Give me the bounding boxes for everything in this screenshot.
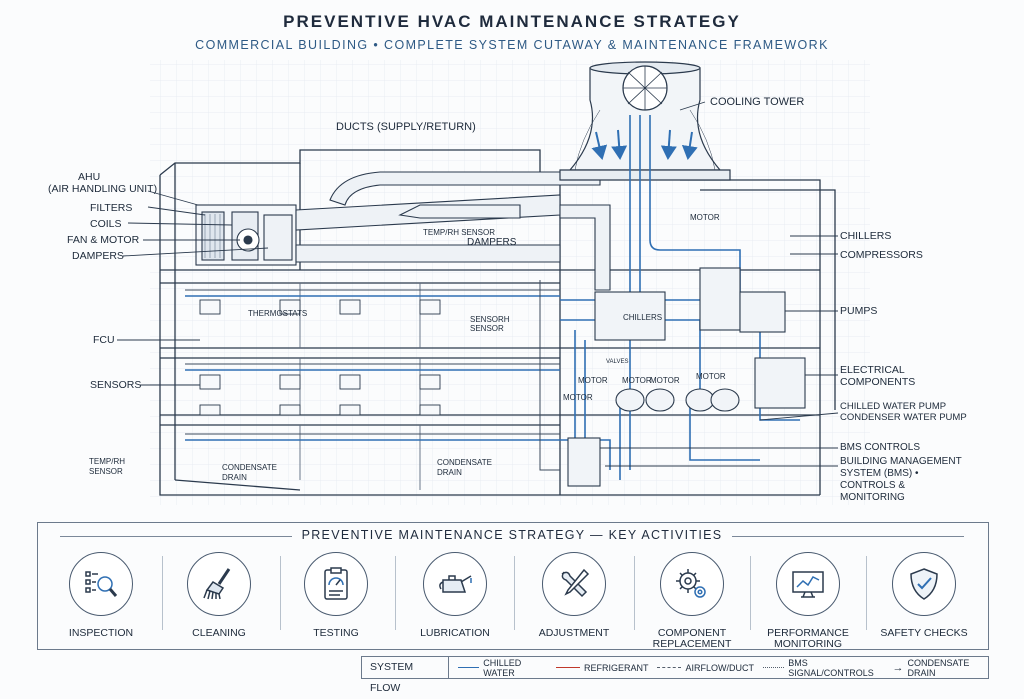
label-electrical: ELECTRICAL	[840, 364, 905, 376]
label-chillers: CHILLERS	[840, 230, 892, 242]
label-fan-motor: FAN & MOTOR	[67, 234, 140, 246]
gauge-clipboard-icon	[304, 552, 368, 616]
activity-cleaning: CLEANING	[164, 552, 274, 639]
activity-divider	[866, 556, 867, 630]
activity-divider	[750, 556, 751, 630]
label-temp-rh-left-sensor: SENSOR	[89, 467, 123, 476]
label-ahu: AHU	[78, 171, 101, 183]
label-valves: VALVES	[606, 359, 629, 365]
legend-swatch	[762, 667, 785, 668]
activity-performance-monitoring: PERFORMANCE MONITORING	[753, 552, 863, 650]
activity-divider	[162, 556, 163, 630]
activity-divider	[514, 556, 515, 630]
label-compressors: COMPRESSORS	[840, 249, 923, 261]
activity-label: LUBRICATION	[420, 627, 490, 639]
activity-component-replacement: COMPONENT REPLACEMENT	[637, 552, 747, 650]
system-flow-legend: SYSTEM FLOW CHILLED WATER REFRIGERANT AI…	[361, 656, 989, 694]
activity-adjustment: ADJUSTMENT	[519, 552, 629, 639]
magnifier-checklist-icon	[69, 552, 133, 616]
label-electrical-components: COMPONENTS	[840, 376, 916, 388]
label-fcu: FCU	[93, 334, 115, 346]
label-ducts: DUCTS (SUPPLY/RETURN)	[336, 121, 476, 133]
activity-label: CLEANING	[192, 627, 246, 639]
activity-label: ADJUSTMENT	[538, 627, 610, 639]
activity-testing: TESTING	[281, 552, 391, 639]
label-motor-4: MOTOR	[696, 372, 726, 381]
label-bms-4: MONITORING	[840, 492, 905, 503]
activity-lubrication: LUBRICATION	[400, 552, 510, 639]
label-cooling-tower: COOLING TOWER	[710, 96, 805, 108]
chiller-plant	[567, 267, 806, 487]
strategy-title: PREVENTIVE MAINTENANCE STRATEGY — KEY AC…	[0, 528, 1024, 542]
brush-icon	[187, 552, 251, 616]
panel-rule-right	[724, 536, 964, 537]
label-thermostats: THERMOSTATS	[248, 309, 308, 318]
label-temp-rh-left: TEMP/RH	[89, 457, 125, 466]
label-sensorh-sensor: SENSOR	[470, 324, 504, 333]
tower-flow-arrows	[591, 129, 698, 160]
label-bms-3: CONTROLS &	[840, 480, 906, 491]
wrench-screwdriver-icon	[542, 552, 606, 616]
label-condensate-left-drain: DRAIN	[222, 473, 247, 482]
gears-icon	[660, 552, 724, 616]
label-motor-5: MOTOR	[563, 393, 593, 402]
chilled-water-piping	[185, 115, 800, 480]
cooling-tower	[559, 61, 731, 181]
label-condensate-left: CONDENSATE	[222, 463, 277, 472]
label-condensate-mid-drain: DRAIN	[437, 468, 462, 477]
activity-divider	[634, 556, 635, 630]
label-motor-2: MOTOR	[622, 376, 652, 385]
page-title: PREVENTIVE HVAC MAINTENANCE STRATEGY	[283, 12, 741, 31]
activity-divider	[280, 556, 281, 630]
legend-item-condensate: → CONDENSATE DRAIN	[892, 657, 970, 678]
activity-label: SAFETY CHECKS	[880, 627, 968, 639]
ahu-unit	[195, 204, 297, 266]
page-subtitle: COMMERCIAL BUILDING • COMPLETE SYSTEM CU…	[195, 38, 829, 52]
label-temp-rh-sensor: TEMP/RH SENSOR	[423, 228, 496, 237]
label-chw-pump: CHILLED WATER PUMP	[840, 401, 947, 412]
activity-label: COMPONENT REPLACEMENT	[652, 627, 732, 650]
building-cutaway-diagram	[117, 60, 870, 505]
oil-can-icon	[423, 552, 487, 616]
leader-lines	[117, 101, 839, 467]
label-dampers-left: DAMPERS	[72, 250, 124, 262]
label-dampers-center: DAMPERS	[467, 237, 517, 248]
label-cw-pump: CONDENSER WATER PUMP	[840, 412, 967, 423]
activity-safety-checks: SAFETY CHECKS	[869, 552, 979, 639]
label-sensorh: SENSORH	[470, 315, 510, 324]
label-condensate-mid: CONDENSATE	[437, 458, 492, 467]
label-coils: COILS	[90, 218, 122, 230]
legend-item-bms-signal: BMS SIGNAL/CONTROLS	[762, 658, 884, 678]
label-filters: FILTERS	[90, 202, 133, 214]
shield-check-icon	[892, 552, 956, 616]
legend-swatch	[657, 667, 682, 668]
supply-return-ducts	[295, 171, 611, 291]
activity-label: TESTING	[313, 627, 359, 639]
label-bms-controls: BMS CONTROLS	[840, 442, 921, 453]
activity-divider	[395, 556, 396, 630]
activity-label: INSPECTION	[68, 627, 134, 639]
legend-item-chilled-water: CHILLED WATER	[457, 658, 547, 678]
monitor-graph-icon	[776, 552, 840, 616]
legend-title: SYSTEM FLOW	[362, 657, 449, 694]
label-motor-3: MOTOR	[650, 376, 680, 385]
distribution-piping	[185, 280, 560, 471]
legend-swatch	[457, 667, 480, 668]
label-bms-2: SYSTEM (BMS) •	[840, 468, 919, 479]
arrow-right-icon: →	[892, 661, 904, 674]
label-motor-top: MOTOR	[690, 213, 720, 222]
panel-rule-left	[60, 536, 300, 537]
label-sensors: SENSORS	[90, 379, 142, 391]
fcu-units	[199, 299, 441, 416]
label-ahu-full: (AIR HANDLING UNIT)	[48, 183, 158, 195]
label-bms-1: BUILDING MANAGEMENT	[840, 456, 962, 467]
label-pumps: PUMPS	[840, 305, 878, 317]
legend-item-airflow: AIRFLOW/DUCT	[657, 663, 754, 673]
label-chillers-inner: CHILLERS	[623, 313, 663, 322]
activity-label: PERFORMANCE MONITORING	[767, 627, 849, 650]
legend-item-refrigerant: REFRIGERANT	[555, 663, 648, 673]
label-motor-1: MOTOR	[578, 376, 608, 385]
legend-swatch	[555, 667, 580, 668]
activity-inspection: INSPECTION	[46, 552, 156, 639]
